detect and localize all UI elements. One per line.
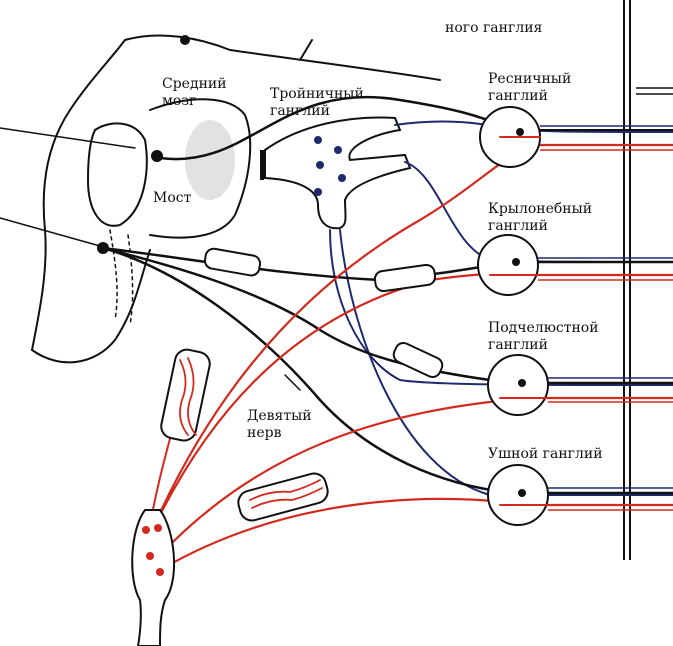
label-midbrain-2: мозг	[162, 93, 196, 109]
submandibular-ganglion-node	[487, 354, 549, 416]
label-ciliary-1: Ресничный	[488, 71, 571, 87]
label-pterygopalatine-1: Крылонебный	[488, 201, 592, 217]
label-midbrain-1: Средний	[162, 76, 227, 92]
otic-ganglion-node	[487, 464, 549, 526]
cervical-ganglion	[131, 509, 175, 646]
label-submandibular-2: ганглий	[488, 337, 548, 353]
label-otic: Ушной ганглий	[488, 446, 603, 462]
label-ninth-1: Девятый	[247, 408, 312, 424]
label-pons: Мост	[153, 190, 192, 206]
sympathetic-fibers	[148, 143, 673, 572]
label-trigeminal-1: Тройничный	[270, 86, 364, 102]
sensory-fibers	[329, 120, 673, 497]
label-pterygopalatine-2: ганглий	[488, 218, 548, 234]
label-ciliary-2: ганглий	[488, 88, 548, 104]
nerve-sheaths	[160, 247, 444, 522]
ciliary-ganglion-node	[479, 106, 541, 168]
label-top-partial: ного ганглия	[445, 20, 543, 36]
label-ninth-2: нерв	[247, 425, 282, 441]
label-submandibular-1: Подчелюстной	[488, 320, 599, 336]
label-trigeminal-2: ганглий	[270, 103, 330, 119]
trigeminal-ganglion	[260, 116, 412, 230]
pterygopalatine-ganglion-node	[477, 234, 541, 296]
outgoing-fibers	[538, 125, 673, 511]
